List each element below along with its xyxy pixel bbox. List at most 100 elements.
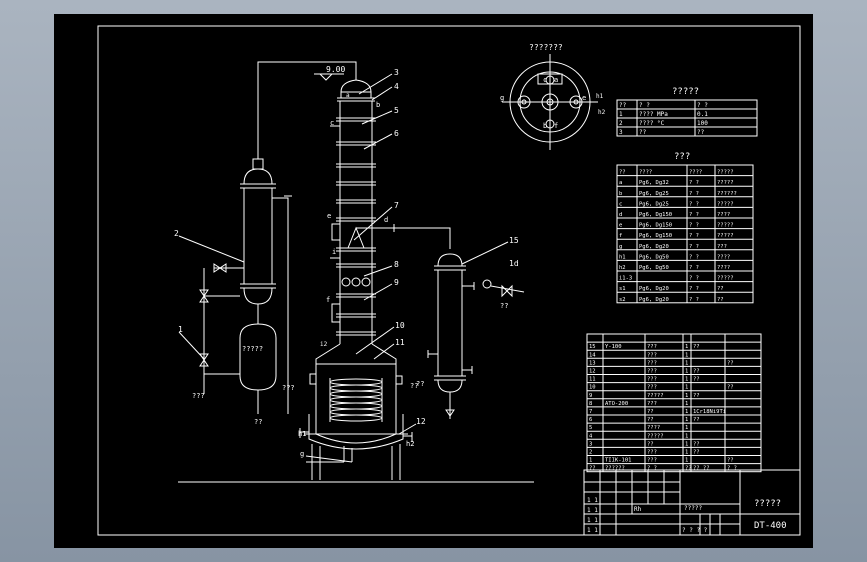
table-cell: e: [619, 223, 622, 229]
table-cell: ??: [727, 458, 734, 464]
table-cell: Pg6, Dg150: [639, 212, 672, 218]
nozzle-letter: i: [332, 248, 336, 256]
table-cell: ?????: [717, 201, 734, 207]
table-cell: 14: [589, 352, 596, 358]
table-cell: h1: [619, 254, 626, 260]
table-cell: Pg6, Dg50: [639, 254, 669, 260]
part-label: 10: [395, 321, 405, 330]
table-cell: ? ?: [689, 254, 699, 260]
table-cell: ????: [717, 254, 730, 260]
table-cell: 1: [619, 111, 623, 118]
table-cell: ?????: [647, 433, 664, 439]
table-cell: 6: [589, 417, 592, 423]
title-row-label: 1 1: [587, 517, 598, 524]
table-cell: 1Cr18Ni9Ti: [693, 409, 726, 415]
nozzle-letter: e: [327, 212, 331, 220]
table-cell: 0.1: [697, 111, 708, 118]
table-cell: ? ?: [689, 276, 699, 282]
table-cell: ? ?: [689, 180, 699, 186]
svg-text:g: g: [500, 94, 504, 102]
table-cell: 1: [685, 369, 688, 375]
part-label: 11: [395, 338, 405, 347]
table-cell: ?????: [717, 233, 734, 239]
side-condenser: [394, 227, 525, 419]
table-cell: ???? °C: [639, 120, 665, 127]
table-cell: c: [619, 201, 622, 207]
table-cell: ??: [727, 385, 734, 391]
top-view: ??????? c a b f g e h1 h2: [500, 43, 606, 150]
table-cell: 1: [685, 385, 688, 391]
table-cell: ??: [717, 286, 724, 292]
table-cell: ???: [647, 352, 657, 358]
table-cell: 1: [685, 344, 688, 350]
part-label: 1: [178, 325, 183, 334]
table-header-cell: ? ?: [697, 102, 708, 109]
table-cell: Y-100: [605, 344, 622, 350]
table-cell: ????: [717, 265, 730, 271]
nozzle-letter: f: [326, 296, 330, 304]
table-cell: 1: [685, 425, 688, 431]
nozzle-letter: h2: [406, 440, 414, 448]
part-label: 7: [394, 201, 399, 210]
table-cell: ? ?: [689, 191, 699, 197]
title-row-label: 1 1: [587, 527, 598, 534]
svg-text:h1: h1: [596, 93, 604, 100]
table-cell: 12: [589, 369, 596, 375]
part-label: 12: [416, 417, 426, 426]
distillation-column: [178, 79, 534, 483]
table-header-cell: ??: [619, 102, 627, 109]
table-cell: 1: [685, 393, 688, 399]
table-cell: ? ?: [647, 466, 657, 472]
table-cell: h2: [619, 265, 626, 271]
table-cell: 9: [589, 393, 592, 399]
leader-lines: [178, 73, 509, 435]
part-label: 3: [394, 68, 399, 77]
drawing-code: DT-400: [754, 521, 787, 531]
title-block-name: ?????: [754, 499, 781, 509]
table-cell: 1: [685, 450, 688, 456]
vapor-line: [257, 61, 357, 159]
table-cell: ??: [693, 450, 700, 456]
table-cell: Pg6, Dg25: [639, 191, 669, 197]
table-cell: 10: [589, 385, 596, 391]
table-cell: ??: [647, 417, 654, 423]
table-cell: TIIK-101: [605, 458, 632, 464]
table-cell: ??: [717, 297, 724, 303]
part-label: 15: [509, 236, 519, 245]
table-cell: Pg6, Dg150: [639, 223, 672, 229]
table-cell: ???: [647, 344, 657, 350]
view-title: ???????: [529, 43, 563, 52]
part-label: 6: [394, 129, 399, 138]
table-header-cell: ? ?: [639, 102, 650, 109]
table-header-cell: ?????: [717, 170, 734, 176]
table-cell: ??: [589, 466, 596, 472]
svg-text:e: e: [582, 94, 586, 102]
flow-label: ??: [500, 302, 508, 310]
table-cell: ?????: [717, 276, 734, 282]
table-cell: ??????: [605, 466, 625, 472]
part-label: 9: [394, 278, 399, 287]
table-cell: 1: [685, 433, 688, 439]
part-label: 2: [174, 229, 179, 238]
part-label: 4: [394, 82, 399, 91]
table-cell: Pg6, Dg32: [639, 180, 669, 186]
table-cell: Pg6, Dg25: [639, 201, 669, 207]
table-cell: Pg6, Dg150: [639, 233, 672, 239]
table-cell: ?????: [717, 223, 734, 229]
table-cell: a: [619, 180, 622, 186]
table-cell: ???: [647, 401, 657, 407]
receiver-vessel: [199, 289, 277, 414]
table-cell: 5: [589, 425, 592, 431]
table-header-cell: ????: [639, 170, 652, 176]
table-cell: ??: [685, 466, 692, 472]
table-cell: ? ?: [689, 265, 699, 271]
table-cell: s2: [619, 297, 626, 303]
table-cell: ??: [693, 417, 700, 423]
table-cell: 1: [685, 417, 688, 423]
table-cell: ??: [647, 409, 654, 415]
table-cell: 1: [685, 409, 688, 415]
table-cell: g: [619, 244, 622, 250]
table-cell: b: [619, 191, 622, 197]
table-cell: 15: [589, 344, 596, 350]
